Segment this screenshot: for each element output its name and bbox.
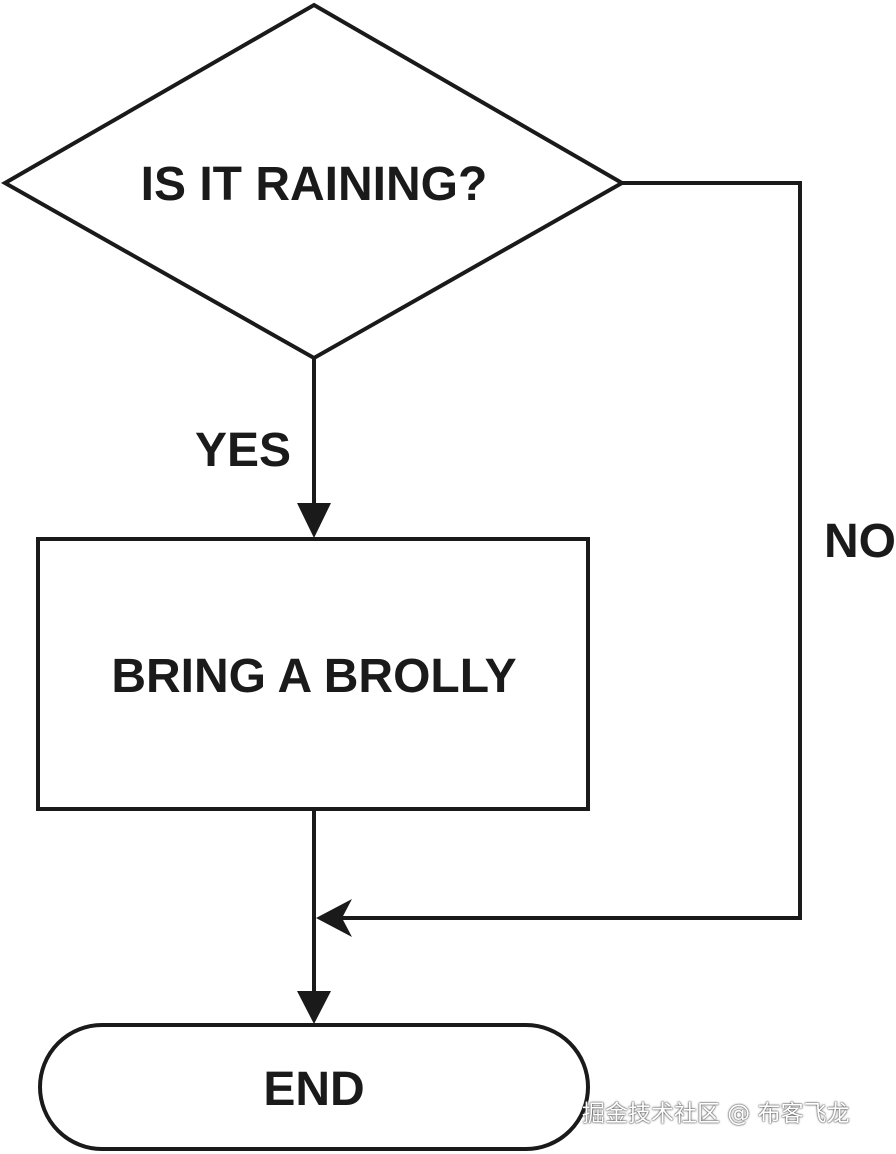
process-box — [36, 537, 590, 811]
end-connector — [297, 809, 331, 1024]
no-label: NO — [824, 515, 896, 568]
process-label: BRING A BROLLY — [111, 650, 516, 703]
process-node[interactable]: BRING A BROLLY — [36, 537, 590, 811]
terminal-pill — [38, 1023, 590, 1151]
end-arrowhead — [297, 991, 331, 1024]
terminal-node[interactable]: END — [38, 1023, 590, 1151]
no-connector: NO — [316, 181, 896, 937]
terminal-label: END — [263, 1063, 364, 1116]
yes-arrowhead — [297, 503, 331, 538]
decision-node[interactable]: IS IT RAINING? — [0, 2, 627, 361]
watermark-text: 掘金技术社区 @ 布客飞龙 — [582, 1101, 850, 1127]
no-line — [342, 181, 802, 920]
decision-label: IS IT RAINING? — [141, 158, 488, 211]
yes-label: YES — [195, 424, 291, 477]
no-arrowhead — [316, 899, 352, 937]
yes-connector: YES — [195, 358, 331, 538]
